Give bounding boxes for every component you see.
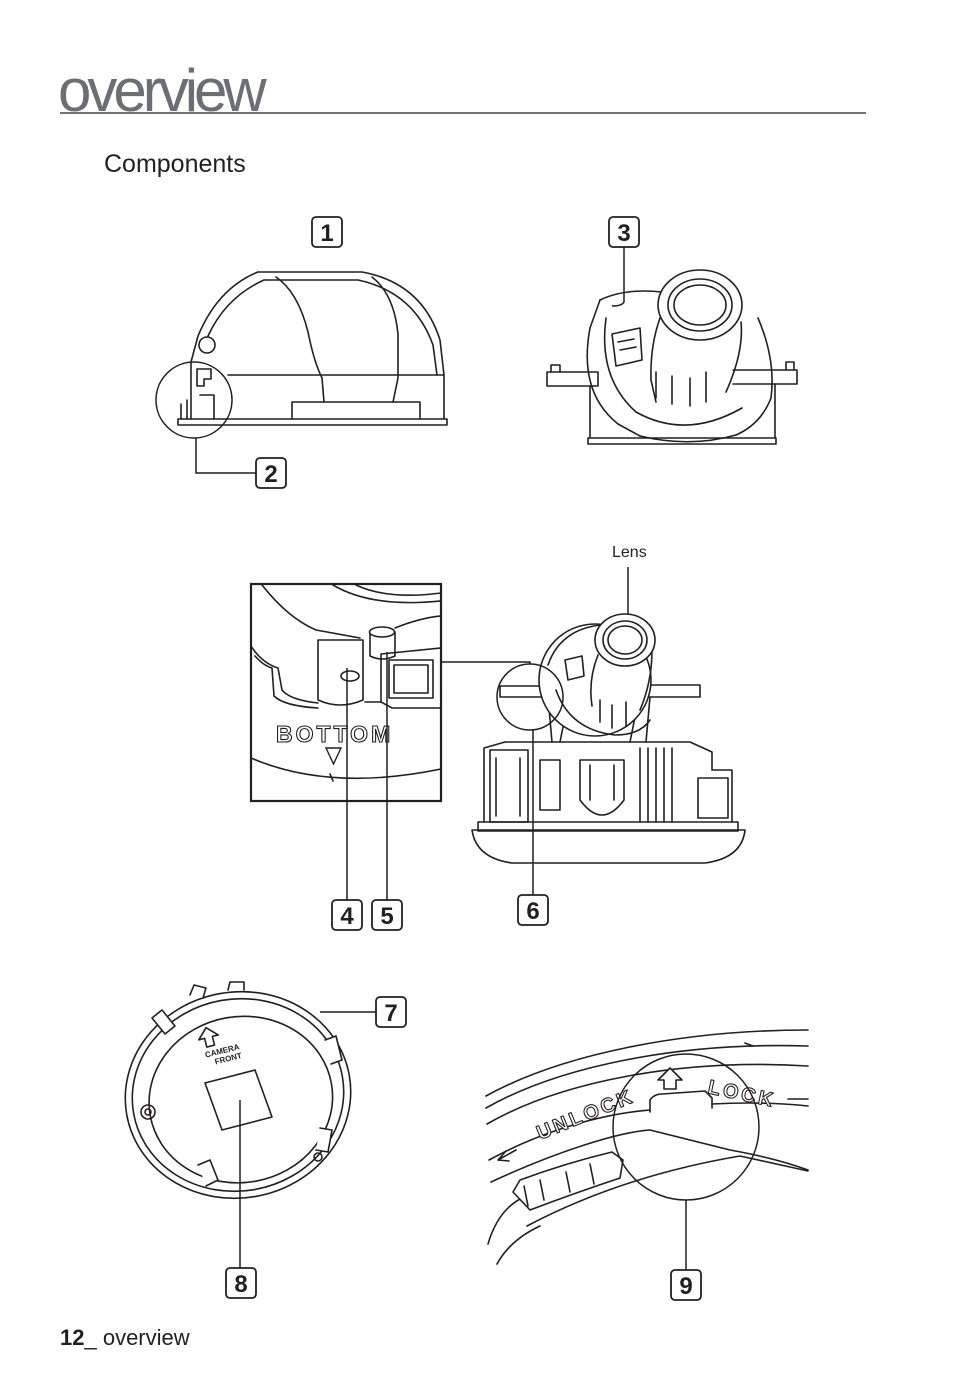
callout-3-leader [611, 247, 625, 307]
callout-9-detail-circle [612, 1053, 760, 1201]
callout-4: 4 [331, 899, 363, 931]
callout-2-detail-circle [155, 361, 233, 439]
callout-6: 6 [517, 894, 549, 926]
inset-detail-lines [252, 585, 440, 782]
dome-housing-figure [177, 271, 448, 426]
bottom-marking-text: BOTTOM [276, 721, 393, 747]
lock-tab-arrow-icon [657, 1067, 683, 1090]
callout-2-leader [195, 438, 256, 474]
footer-section-label: _ overview [84, 1325, 190, 1350]
callout-6-number: 6 [526, 898, 539, 925]
bottom-triangle-icon [324, 747, 343, 766]
camera-body-figure [471, 613, 746, 864]
lock-text: LOCK [706, 1076, 778, 1112]
page-footer: 12_ overview [60, 1325, 190, 1351]
inset-connector-leader [441, 661, 531, 664]
callout-8-number: 8 [234, 1271, 247, 1298]
camera-module-figure [546, 269, 798, 445]
bottom-cover-figure: CAMERA FRONT [124, 981, 352, 1200]
page-title: overview [58, 57, 267, 124]
bottom-marking-inset: BOTTOM [249, 582, 443, 803]
callout-1: 1 [311, 216, 343, 248]
callout-9-number: 9 [679, 1273, 692, 1300]
unlock-direction-arrow-icon [497, 1149, 517, 1162]
callout-9: 9 [670, 1269, 702, 1301]
camera-front-arrow-icon [197, 1026, 219, 1048]
page-number: 12 [60, 1325, 85, 1350]
callout-5-number: 5 [380, 903, 393, 930]
callout-7: 7 [375, 996, 407, 1028]
callout-1-number: 1 [320, 220, 333, 247]
lens-label: Lens [612, 544, 647, 561]
section-title: Components [104, 150, 246, 178]
unlock-text: UNLOCK [534, 1085, 638, 1144]
callout-3: 3 [608, 216, 640, 248]
callout-5: 5 [371, 899, 403, 931]
callout-3-number: 3 [617, 220, 630, 247]
callout-4-number: 4 [340, 903, 354, 930]
callout-8: 8 [225, 1267, 257, 1299]
callout-2: 2 [255, 457, 287, 489]
callout-7-number: 7 [384, 1000, 397, 1027]
callout-2-number: 2 [264, 461, 277, 488]
